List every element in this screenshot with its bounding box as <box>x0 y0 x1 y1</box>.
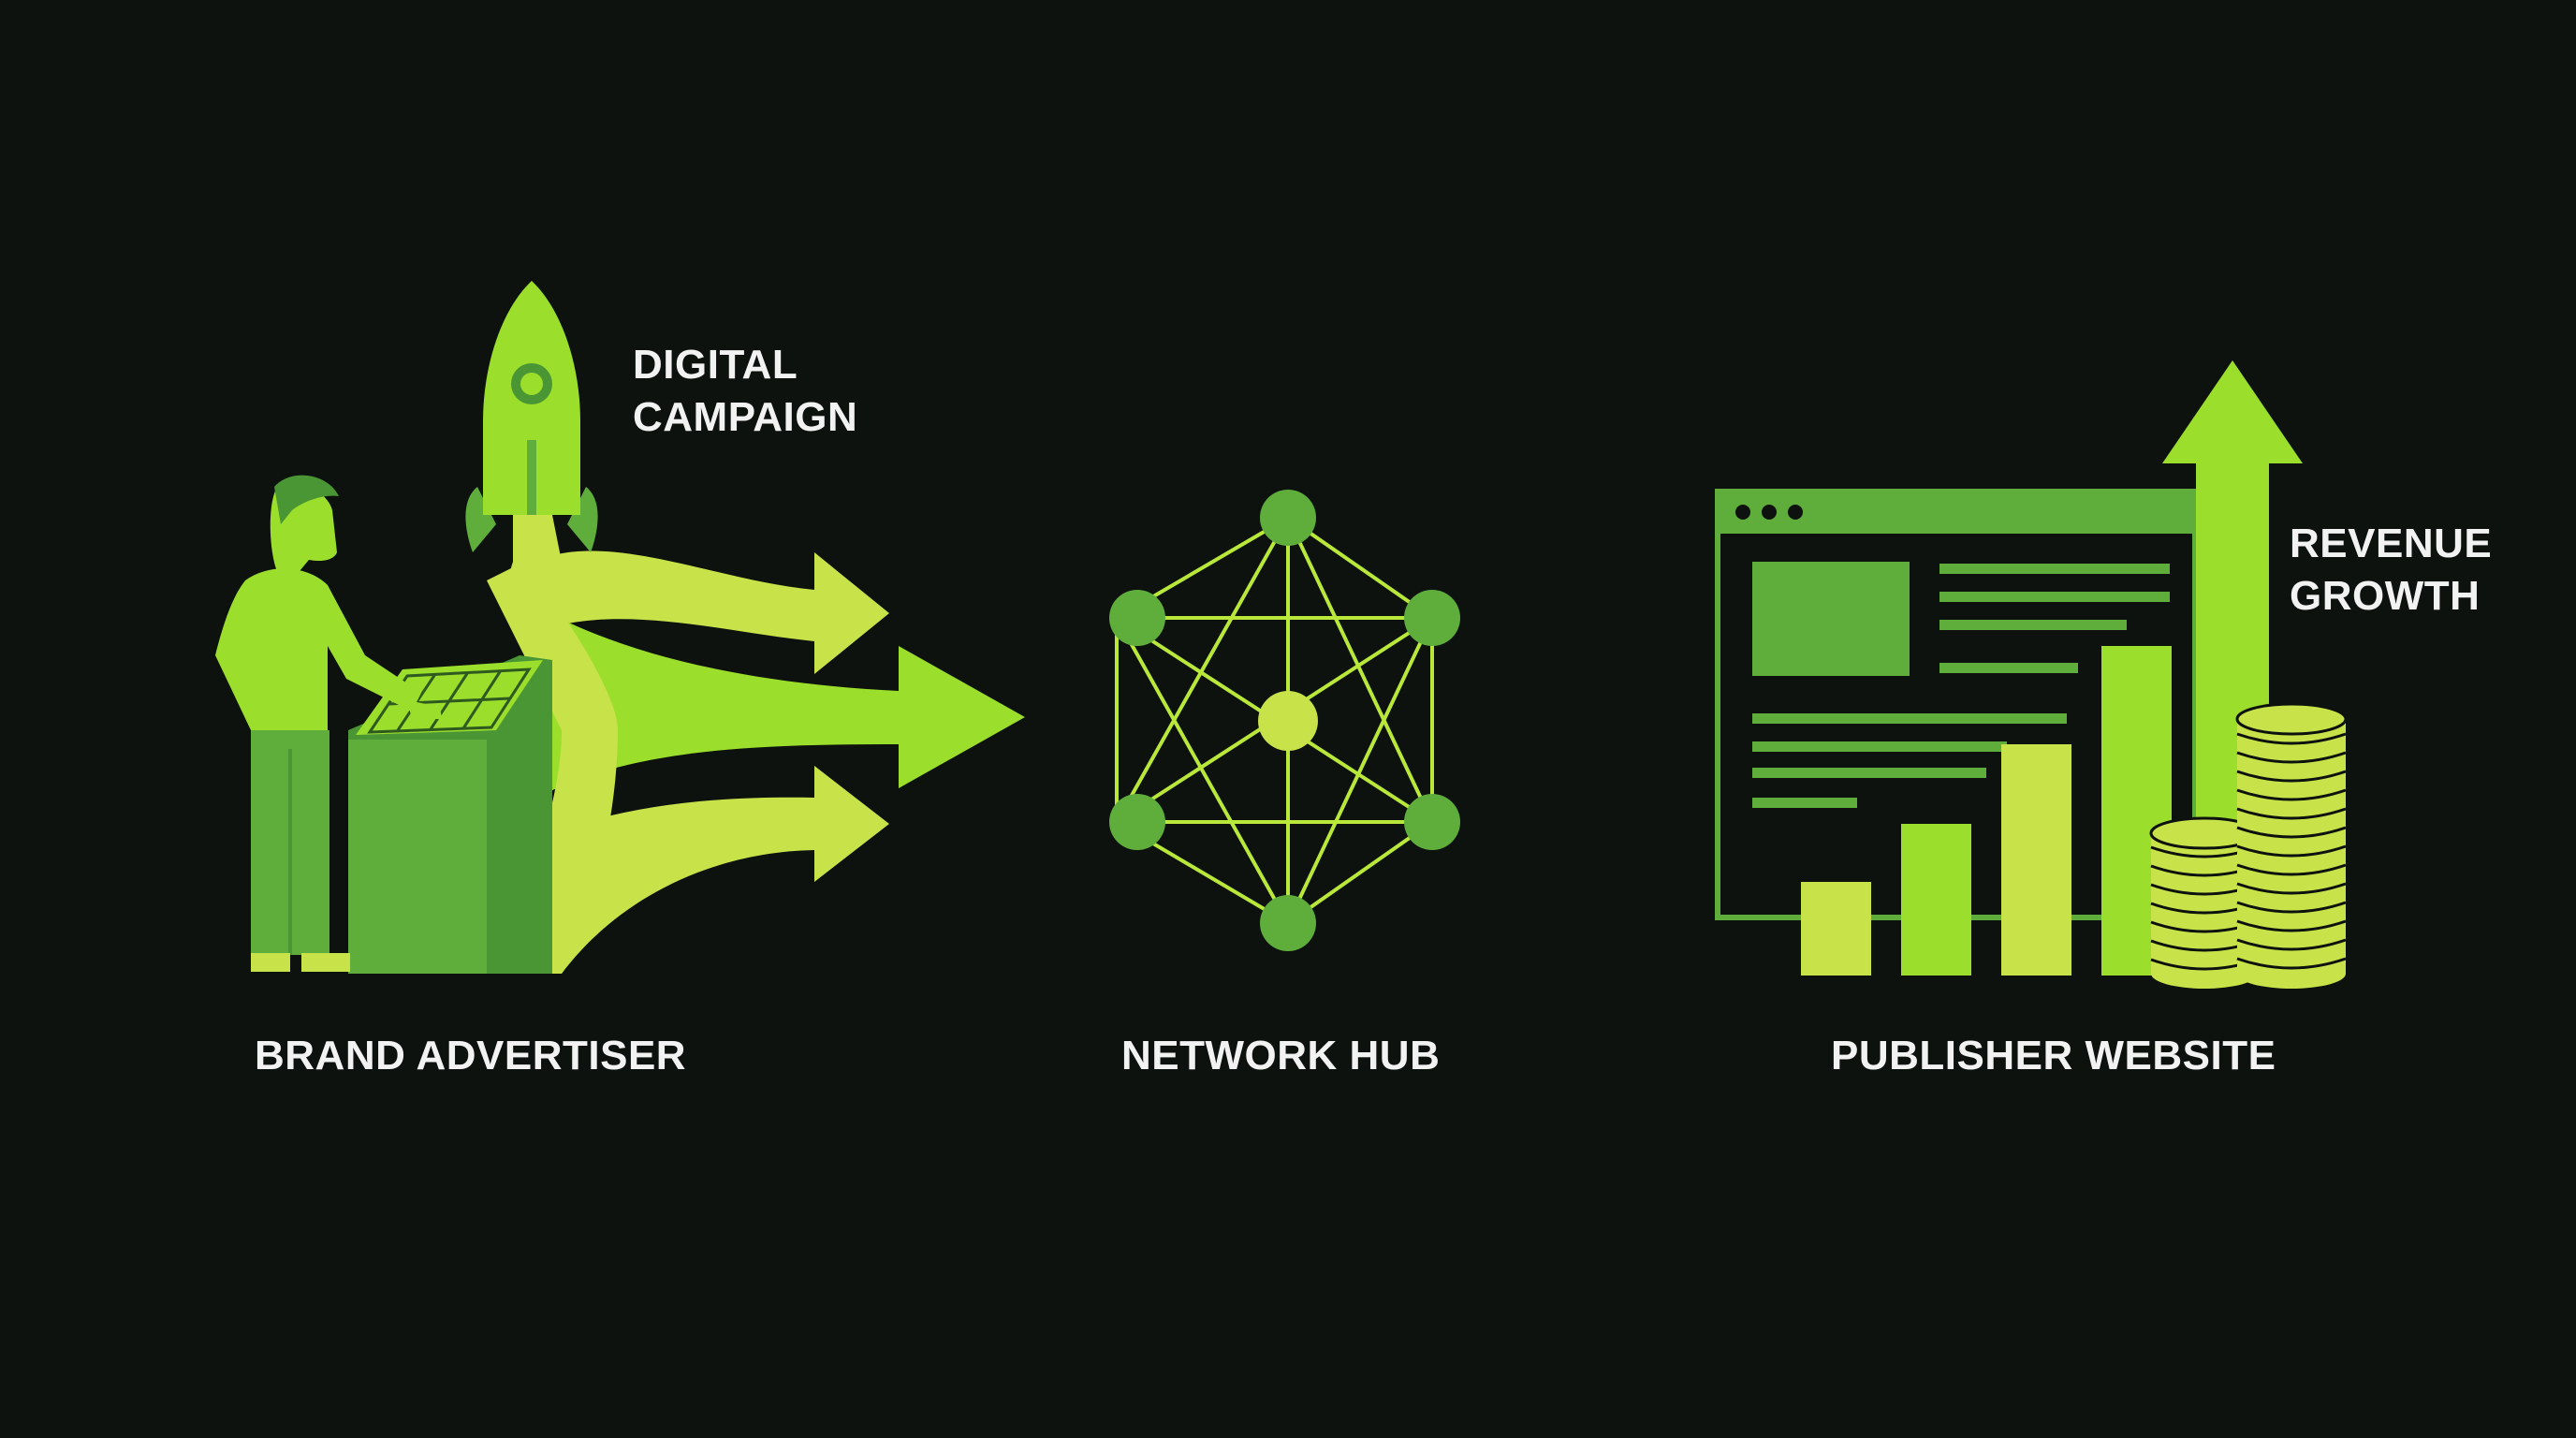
digital-campaign-line2: CAMPAIGN <box>633 394 858 440</box>
digital-campaign-label: DIGITAL CAMPAIGN <box>633 339 857 444</box>
revenue-growth-line2: GROWTH <box>2290 573 2481 619</box>
revenue-bar-3 <box>2001 744 2071 976</box>
hub-node-lower-left <box>1109 794 1165 850</box>
person-icon <box>215 475 442 972</box>
brand-advertiser-label: BRAND ADVERTISER <box>255 1033 687 1078</box>
network-hub-icon <box>1109 490 1460 951</box>
digital-campaign-line1: DIGITAL <box>633 342 798 388</box>
hub-node-lower-right <box>1404 794 1460 850</box>
campaign-arrows <box>487 550 1025 974</box>
network-hub-label: NETWORK HUB <box>1121 1033 1441 1078</box>
advertiser-illustration <box>215 281 1025 974</box>
hub-node-bottom <box>1260 895 1316 951</box>
hub-node-upper-right <box>1404 590 1460 646</box>
revenue-growth-line1: REVENUE <box>2290 521 2493 566</box>
hub-node-upper-left <box>1109 590 1165 646</box>
coin-stack-small-icon <box>2149 816 2260 989</box>
rocket-icon <box>465 281 598 598</box>
podium-icon <box>348 655 552 974</box>
hub-node-top <box>1260 490 1316 546</box>
publisher-illustration <box>1715 360 2348 989</box>
revenue-bars <box>1801 646 2172 976</box>
hub-node-center <box>1258 691 1318 751</box>
coin-stack-tall-icon <box>2235 702 2348 989</box>
revenue-bar-2 <box>1901 824 1971 976</box>
publisher-website-label: PUBLISHER WEBSITE <box>1831 1033 2276 1078</box>
revenue-bar-1 <box>1801 882 1871 976</box>
revenue-growth-label: REVENUE GROWTH <box>2290 518 2492 623</box>
browser-window-icon <box>1715 489 2198 920</box>
